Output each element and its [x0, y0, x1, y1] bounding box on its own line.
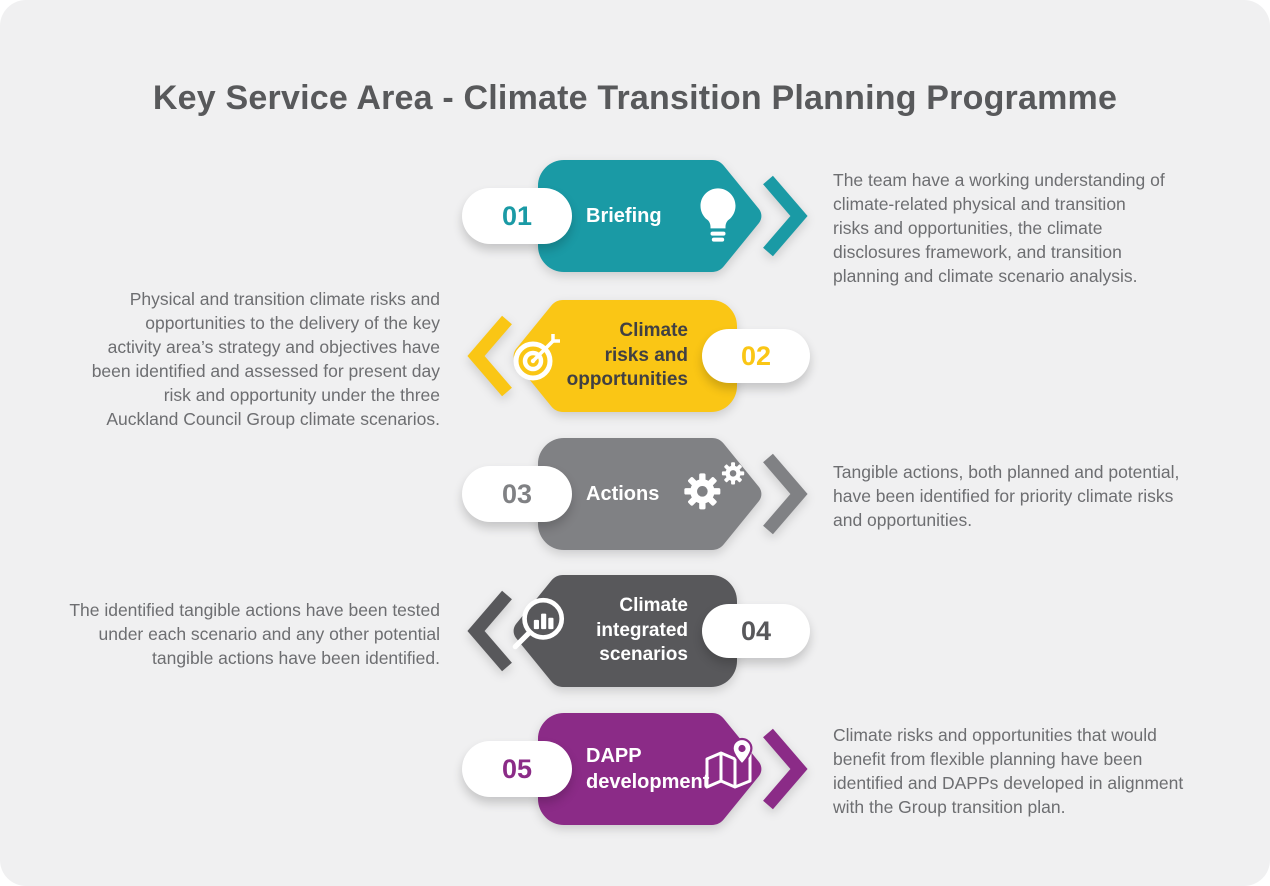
step-label: Climate risks and opportunities	[566, 319, 688, 391]
step-description: Physical and transition climate risks an…	[91, 289, 440, 429]
step-number: 04	[740, 615, 772, 646]
step-description: Tangible actions, both planned and poten…	[833, 462, 1180, 530]
magnifier-chart-icon	[512, 597, 565, 650]
banner-step-4	[467, 575, 737, 687]
step-label: Climate integrated scenarios	[596, 594, 688, 666]
page-title: Key Service Area - Climate Transition Pl…	[152, 78, 1118, 117]
banner-step-1	[538, 160, 808, 272]
target-icon	[513, 334, 560, 381]
step-number-pill: 01	[462, 188, 572, 244]
banner-shape	[538, 160, 762, 272]
step-number: 05	[501, 753, 533, 784]
banner-step-2	[467, 300, 737, 412]
gears-icon	[684, 462, 745, 510]
banner-shape	[538, 713, 762, 825]
map-pin-icon	[705, 737, 753, 789]
step-number: 03	[501, 478, 533, 509]
step-number-pill: 05	[462, 741, 572, 797]
banner-step-3	[538, 438, 808, 550]
banner-shape	[513, 300, 737, 412]
step-description: Climate risks and opportunities that wou…	[833, 725, 1184, 817]
chevron-left-icon	[467, 315, 512, 397]
step-number-pill: 04	[702, 604, 810, 658]
chevron-right-icon	[763, 175, 808, 257]
chevron-left-icon	[467, 590, 512, 672]
step-number-pill: 03	[462, 466, 572, 522]
banner-step-5	[538, 713, 808, 825]
step-label: Actions	[586, 483, 660, 505]
step-number-pill: 02	[702, 329, 810, 383]
lightbulb-icon	[700, 188, 736, 242]
step-label: DAPP development	[586, 745, 710, 793]
step-number: 01	[501, 200, 533, 231]
banner-shape	[538, 438, 762, 550]
banner-shape	[513, 575, 737, 687]
chevron-right-icon	[763, 453, 808, 535]
step-number: 02	[740, 340, 772, 371]
step-description: The team have a working understanding of…	[833, 170, 1165, 286]
chevron-right-icon	[763, 728, 808, 810]
step-label: Briefing	[586, 205, 662, 227]
step-description: The identified tangible actions have bee…	[69, 600, 440, 668]
